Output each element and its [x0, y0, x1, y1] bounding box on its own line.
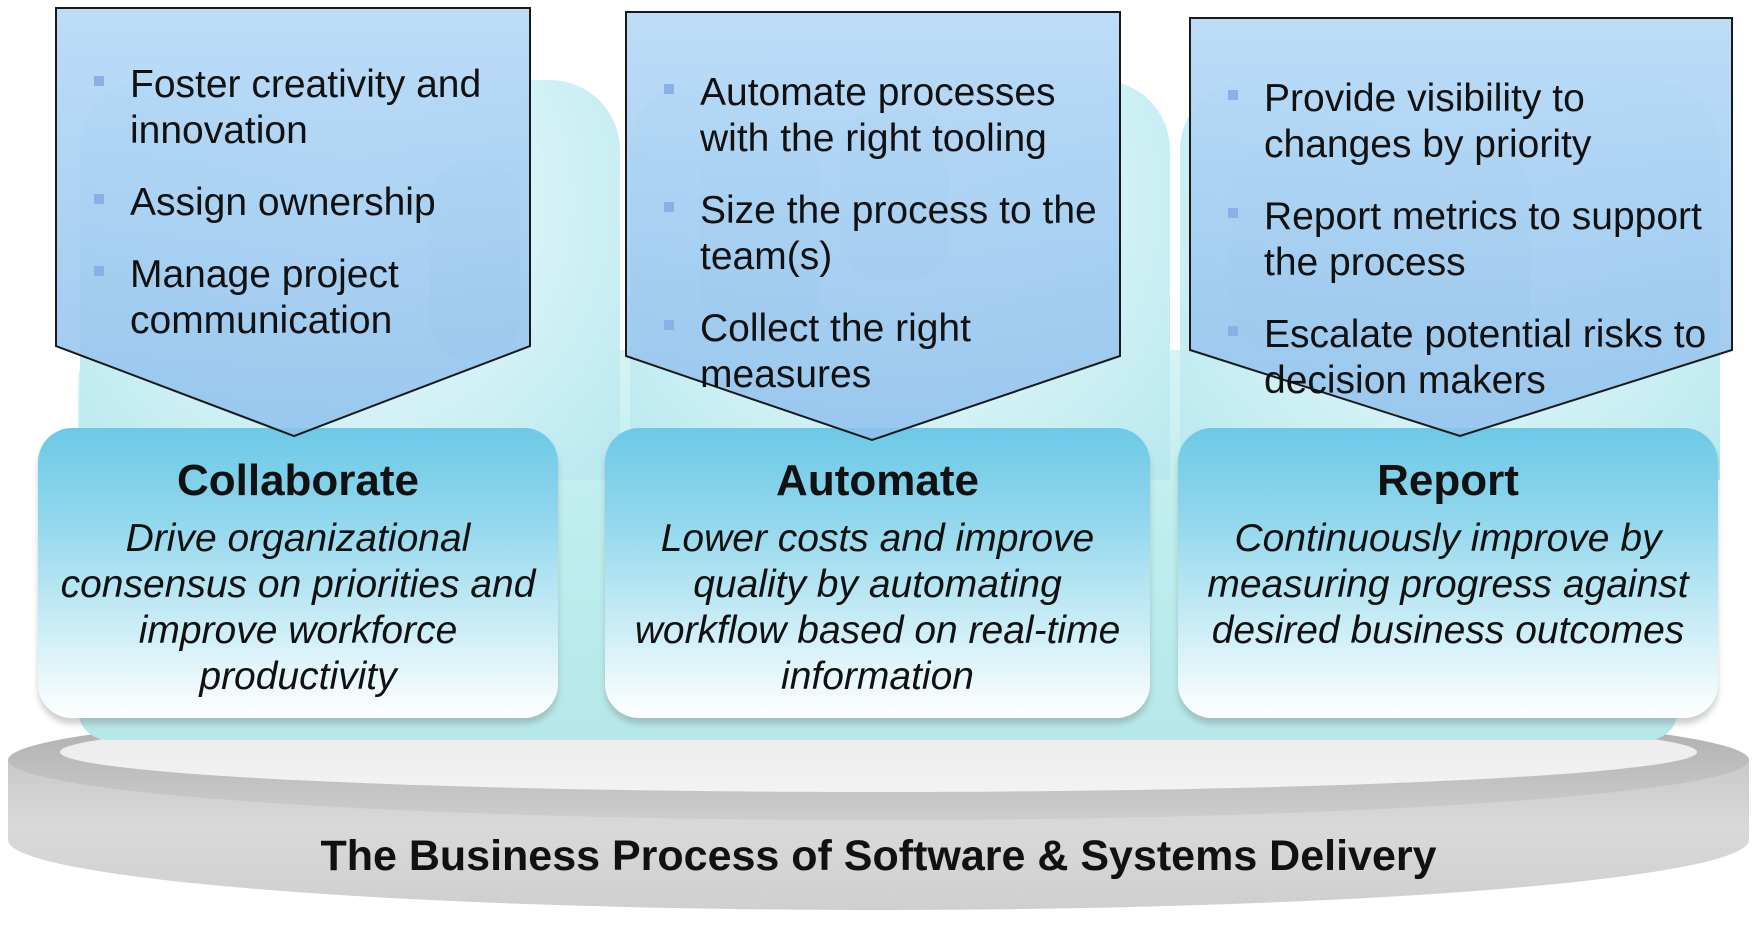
bullet-icon	[1228, 90, 1238, 100]
bullet-icon	[664, 320, 674, 330]
callout-item: Manage project communication	[74, 252, 524, 344]
bullet-icon	[94, 194, 104, 204]
pillar-description: Lower costs and improve quality by autom…	[634, 517, 1121, 698]
bullet-icon	[94, 76, 104, 86]
callout-report: Provide visibility to changes by priorit…	[1188, 0, 1736, 440]
callout-shape	[1189, 17, 1733, 438]
callout-list: Provide visibility to changes by priorit…	[1208, 76, 1728, 430]
callout-item-text: Report metrics to support the process	[1264, 195, 1702, 284]
callout-item-text: Collect the right measures	[700, 307, 971, 396]
callout-collaborate: Foster creativity and innovation Assign …	[54, 0, 534, 440]
callout-item: Provide visibility to changes by priorit…	[1208, 76, 1728, 168]
callout-item-text: Manage project communication	[130, 253, 399, 342]
pillar-collaborate: Collaborate Drive organizational consens…	[38, 428, 558, 718]
callout-list: Automate processes with the right toolin…	[644, 70, 1114, 424]
callout-item-text: Size the process to the team(s)	[700, 189, 1097, 278]
callout-item-text: Provide visibility to changes by priorit…	[1264, 77, 1592, 166]
bullet-icon	[94, 266, 104, 276]
pillar-description: Continuously improve by measuring progre…	[1207, 517, 1689, 652]
pillar-report: Report Continuously improve by measuring…	[1178, 428, 1718, 718]
callout-item: Automate processes with the right toolin…	[644, 70, 1114, 162]
callout-item-text: Automate processes with the right toolin…	[700, 71, 1056, 160]
bullet-icon	[1228, 208, 1238, 218]
bullet-icon	[664, 84, 674, 94]
pillar-title: Automate	[776, 456, 979, 505]
callout-list: Foster creativity and innovation Assign …	[74, 62, 524, 370]
bullet-icon	[1228, 326, 1238, 336]
bullet-icon	[664, 202, 674, 212]
callout-item-text: Foster creativity and innovation	[130, 63, 482, 152]
callout-item: Report metrics to support the process	[1208, 194, 1728, 286]
callout-shape	[55, 7, 531, 438]
callout-shape	[625, 11, 1121, 442]
pillar-title: Report	[1377, 456, 1519, 505]
callout-item: Collect the right measures	[644, 306, 1114, 398]
callout-item: Assign ownership	[74, 180, 524, 226]
callout-automate: Automate processes with the right toolin…	[624, 0, 1124, 442]
callout-item-text: Assign ownership	[130, 181, 436, 224]
callout-item-text: Escalate potential risks to decision mak…	[1264, 313, 1707, 402]
callout-item: Foster creativity and innovation	[74, 62, 524, 154]
callout-item: Size the process to the team(s)	[644, 188, 1114, 280]
pillar-description: Drive organizational consensus on priori…	[60, 517, 536, 698]
pillar-automate: Automate Lower costs and improve quality…	[605, 428, 1150, 718]
foundation-title: The Business Process of Software & Syste…	[320, 832, 1437, 880]
callout-item: Escalate potential risks to decision mak…	[1208, 312, 1728, 404]
pillar-title: Collaborate	[176, 456, 420, 505]
